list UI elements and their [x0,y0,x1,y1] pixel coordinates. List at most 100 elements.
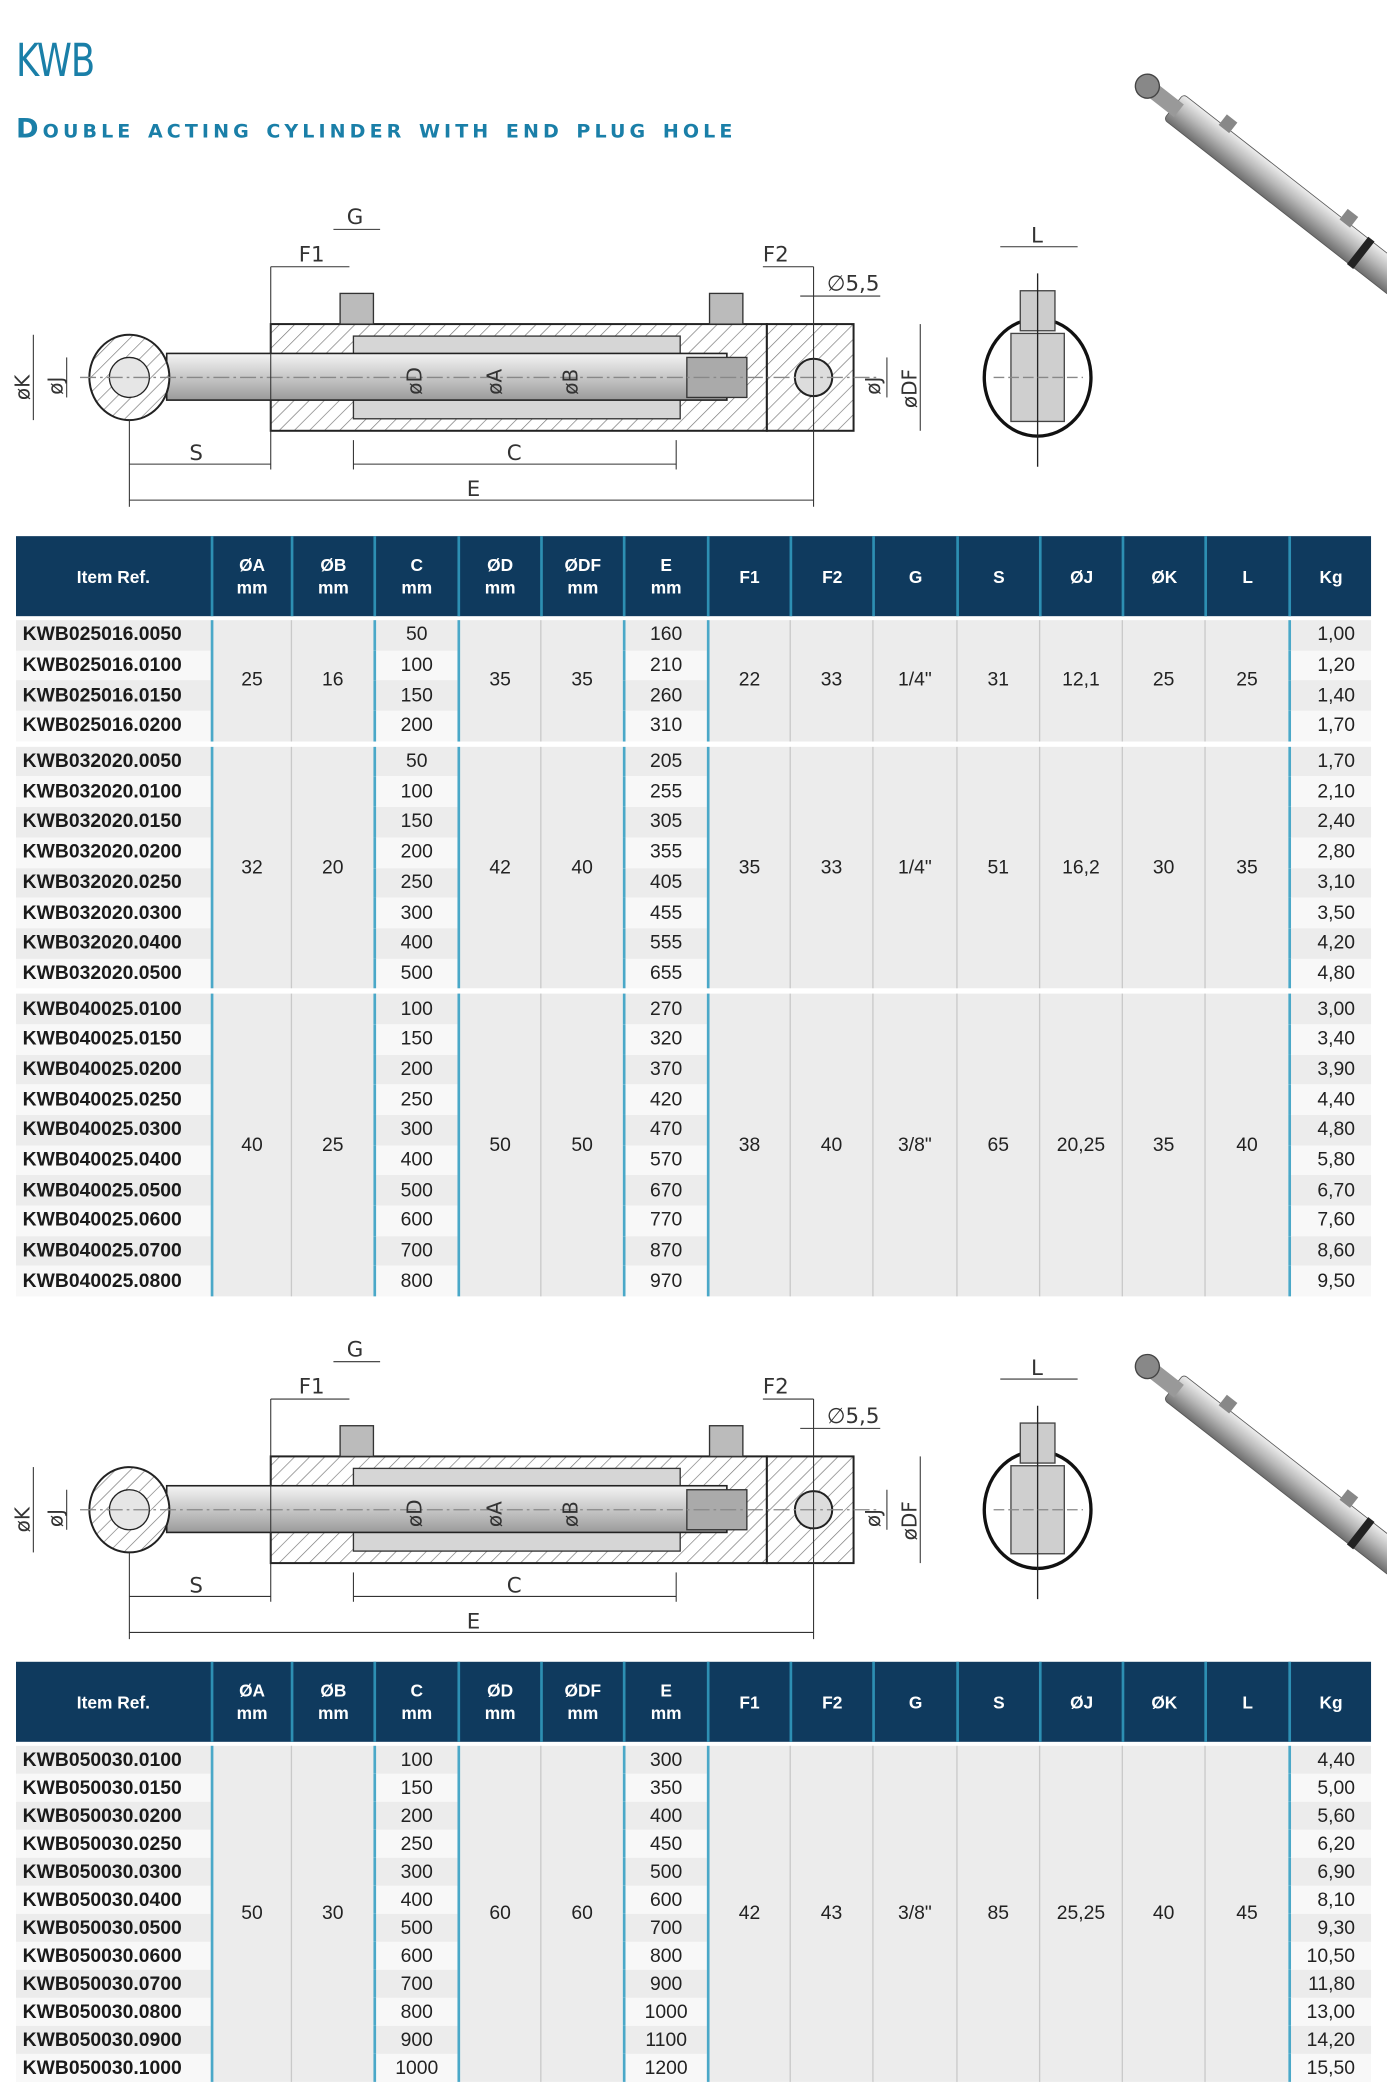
cell-c: 150 [373,1024,458,1055]
cell-c: 250 [373,1084,458,1115]
cell-kg: 3,10 [1288,867,1372,898]
column-header-top: ØJ [1070,566,1094,587]
item-ref-cell: KWB040025.0200 [16,1054,211,1085]
cell-e: 900 [622,1969,707,1998]
shared-cell-j: 16,2 [1038,746,1122,989]
cell-e: 470 [622,1114,707,1146]
dim-label-k: øK [10,374,34,400]
column-header-bottom: mm [318,577,349,598]
cell-kg: 7,60 [1288,1205,1372,1237]
cell-e: 500 [622,1857,707,1886]
column-header: Kg [1288,1661,1371,1742]
product-subtitle: Double acting cylinder with end plug hol… [16,112,737,145]
item-ref-cell: KWB032020.0500 [16,958,211,989]
cell-kg: 13,00 [1288,1997,1372,2026]
column-header-top: ØDF [564,554,602,575]
shared-cell-f2: 33 [789,746,873,989]
column-header: ØK [1121,1661,1205,1742]
cell-e: 800 [622,1941,707,1970]
column-header-top: Item Ref. [76,566,150,587]
column-header-top: G [908,1691,923,1712]
item-ref-cell: KWB050030.0300 [16,1857,211,1886]
item-ref-cell: KWB050030.0400 [16,1885,211,1914]
cell-kg: 9,50 [1288,1266,1372,1297]
shared-cell-f2: 43 [789,1745,873,2082]
column-header-top: C [410,1680,424,1701]
cell-kg: 5,80 [1288,1145,1372,1176]
shared-cell-k: 35 [1121,993,1205,1297]
cell-e: 670 [622,1175,707,1206]
column-header-top: ØK [1151,566,1178,587]
shared-cell-l: 40 [1204,993,1289,1297]
item-ref-cell: KWB050030.0200 [16,1801,211,1830]
cell-c: 200 [373,1054,458,1085]
shared-cell-f2: 40 [789,993,873,1297]
column-header-top: ØB [320,1680,347,1701]
shared-cell-df: 50 [540,993,623,1297]
cell-c: 300 [373,1857,458,1886]
cell-e: 350 [622,1773,707,1802]
dim-label-s: S [189,441,203,466]
item-ref-cell: KWB040025.0700 [16,1236,211,1267]
dim-label-c: C [507,441,522,466]
cell-kg: 4,20 [1288,928,1372,959]
cell-e: 1100 [622,2025,707,2054]
cell-c: 500 [373,958,458,989]
dim-label-f1: F1 [299,242,325,267]
cell-kg: 4,80 [1288,958,1372,989]
cell-c: 100 [373,1745,458,1774]
dim-label-d: øD [402,367,426,395]
cell-e: 600 [622,1885,707,1914]
column-header-top: ØJ [1070,1691,1094,1712]
shared-cell-f2: 33 [789,620,873,742]
cell-e: 450 [622,1829,707,1858]
cell-c: 400 [373,928,458,959]
column-header: G [872,536,956,617]
cell-e: 260 [622,680,707,711]
dim-label-df: øDF [897,369,921,408]
shared-cell-a: 25 [210,620,291,742]
dim-label-l: L [1031,224,1043,249]
product-photo-2 [1126,1337,1387,1578]
cell-kg: 2,10 [1288,776,1372,808]
column-header: G [872,1661,956,1742]
shared-cell-df: 60 [540,1745,623,2082]
cell-e: 205 [622,746,707,777]
cell-kg: 1,20 [1288,650,1372,681]
shared-cell-l: 45 [1204,1745,1289,2082]
item-ref-cell: KWB040025.0800 [16,1266,211,1297]
cell-c: 100 [373,993,458,1025]
column-header: L [1204,536,1288,617]
cell-c: 200 [373,837,458,868]
item-ref-cell: KWB025016.0100 [16,650,211,681]
cell-e: 1000 [622,1997,707,2026]
column-header-top: L [1242,1691,1253,1712]
cell-e: 370 [622,1054,707,1085]
cell-e: 270 [622,993,707,1025]
cell-e: 570 [622,1145,707,1176]
column-header-bottom: mm [650,577,682,598]
cell-c: 600 [373,1205,458,1237]
product-code-title: KWB [16,34,95,89]
cell-kg: 1,40 [1288,680,1372,711]
item-ref-cell: KWB032020.0300 [16,897,211,929]
cell-c: 800 [373,1266,458,1297]
column-header-top: F2 [822,566,843,587]
item-ref-cell: KWB025016.0150 [16,680,211,711]
cell-c: 500 [373,1913,458,1942]
column-header: Item Ref. [16,536,211,616]
cell-kg: 6,70 [1288,1175,1372,1206]
cell-e: 700 [622,1913,707,1942]
shared-cell-j: 12,1 [1038,620,1122,742]
shared-cell-k: 40 [1121,1745,1205,2082]
column-header-bottom: mm [401,1703,433,1724]
cell-kg: 4,40 [1288,1745,1372,1774]
